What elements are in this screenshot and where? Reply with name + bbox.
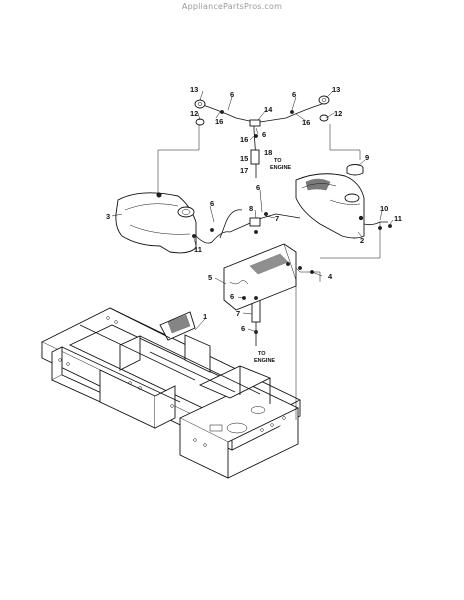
callout-4: 4 bbox=[328, 272, 333, 281]
right-fuel-tank bbox=[295, 164, 365, 239]
to-engine-top-line1: TO bbox=[274, 158, 282, 164]
callout-6-top-left: 6 bbox=[230, 90, 234, 99]
callout-13-right: 13 bbox=[332, 85, 340, 94]
callout-6-lower-mid: 6 bbox=[256, 183, 260, 192]
frame-holes bbox=[58, 316, 286, 447]
left-fuel-tank bbox=[115, 192, 197, 254]
callout-14: 14 bbox=[264, 105, 273, 114]
callout-3: 3 bbox=[106, 212, 110, 221]
callout-2: 2 bbox=[360, 236, 364, 245]
callout-6-top-right: 6 bbox=[292, 90, 296, 99]
callout-13-left: 13 bbox=[190, 85, 198, 94]
callout-6-plate: 6 bbox=[230, 292, 234, 301]
to-engine-top-line2: ENGINE bbox=[270, 165, 291, 171]
to-engine-bottom-line1: TO bbox=[258, 351, 266, 357]
shield-plate bbox=[223, 243, 321, 420]
watermark: AppliancePartsPros.com bbox=[181, 2, 283, 11]
callout-12-left: 12 bbox=[190, 109, 198, 118]
to-engine-bottom-line2: ENGINE bbox=[254, 358, 275, 364]
callout-12-right: 12 bbox=[334, 109, 342, 118]
callout-6-bottom: 6 bbox=[241, 324, 245, 333]
callout-15: 15 bbox=[240, 154, 248, 163]
callout-labels: 13 12 6 16 14 6 16 13 12 16 6 18 15 17 9… bbox=[106, 85, 402, 333]
callout-11-right: 11 bbox=[394, 214, 402, 223]
callout-16-right: 16 bbox=[302, 118, 310, 127]
callout-9: 9 bbox=[365, 153, 369, 162]
callout-18: 18 bbox=[264, 148, 272, 157]
callout-11-left: 11 bbox=[194, 245, 202, 254]
chassis-frame bbox=[40, 307, 302, 479]
callout-16-mid: 16 bbox=[240, 135, 248, 144]
to-engine-notes: TO ENGINE TO ENGINE bbox=[254, 158, 291, 364]
callout-17: 17 bbox=[240, 166, 248, 175]
callout-5: 5 bbox=[208, 273, 212, 282]
callout-6-mid: 6 bbox=[262, 130, 266, 139]
fasteners bbox=[192, 95, 392, 334]
callout-16-left: 16 bbox=[215, 117, 223, 126]
callout-7-lower: 7 bbox=[236, 309, 240, 318]
leader-lines bbox=[111, 90, 394, 332]
callout-6-lower-left: 6 bbox=[210, 199, 214, 208]
fuel-lines bbox=[157, 103, 388, 346]
callout-10: 10 bbox=[380, 204, 388, 213]
callout-1: 1 bbox=[203, 312, 207, 321]
callout-7-upper: 7 bbox=[275, 214, 279, 223]
callout-8: 8 bbox=[249, 204, 253, 213]
